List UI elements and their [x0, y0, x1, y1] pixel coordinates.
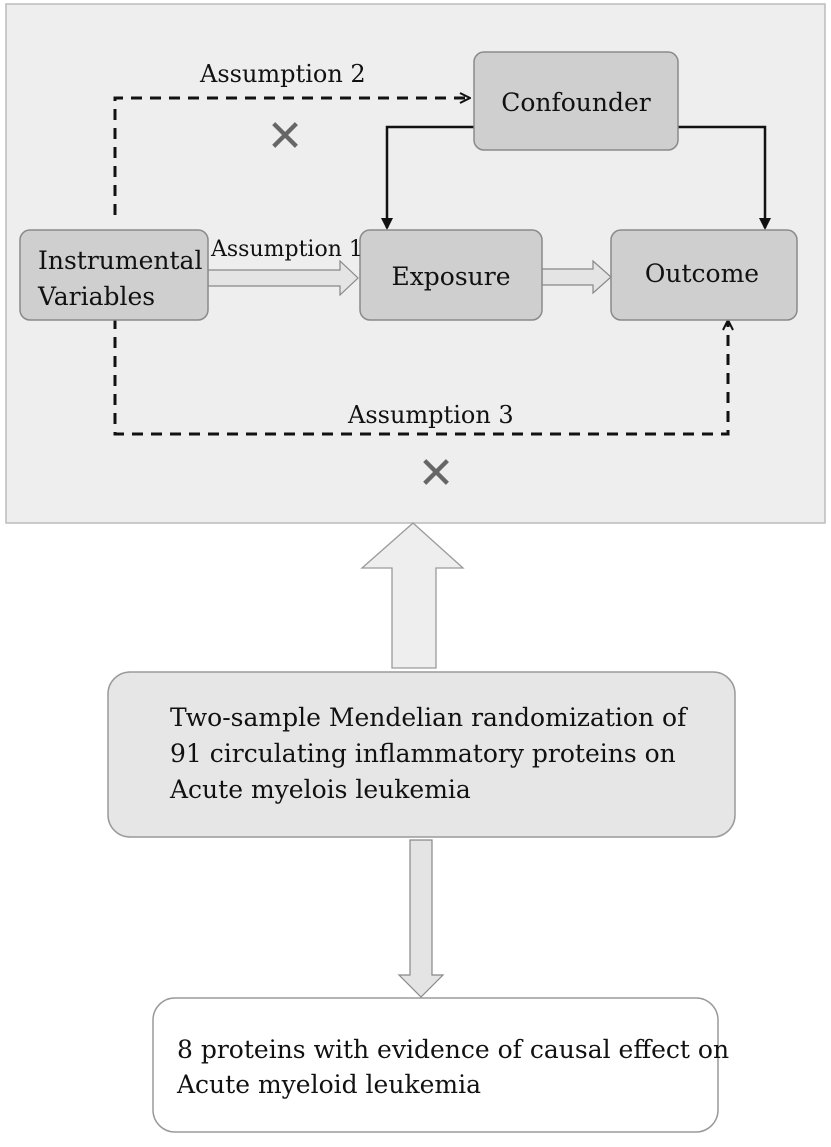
- assumption2-dashed-arrow: [113, 98, 470, 215]
- exposure-label: Exposure: [391, 262, 510, 291]
- result-text-line1: 8 proteins with evidence of causal effec…: [177, 1035, 729, 1064]
- confounder-to-outcome-arrow: [678, 125, 771, 230]
- confounder-node: [473, 51, 679, 151]
- assumption2-violation-x-icon: ✕: [267, 111, 304, 162]
- exposure-to-outcome-block-arrow: [541, 259, 612, 295]
- method-box: [107, 671, 736, 838]
- instrumental-variables-node: [19, 229, 209, 321]
- assumption3-violation-x-icon: ✕: [418, 448, 455, 499]
- assumption3-label: Assumption 3: [347, 401, 514, 429]
- outcome-label: Outcome: [645, 259, 759, 288]
- confounder-label: Confounder: [501, 88, 651, 117]
- method-text-line1: Two-sample Mendelian randomization of: [170, 703, 688, 732]
- assumption1-label: Assumption 1: [210, 237, 363, 262]
- assumption1-block-arrow: [207, 259, 359, 297]
- outcome-node: [610, 229, 798, 321]
- method-to-panel-up-arrow: [360, 522, 465, 669]
- assumption2-label: Assumption 2: [199, 60, 366, 88]
- instrumental-variables-label-line2: Variables: [37, 282, 155, 311]
- result-text-line2: Acute myeloid leukemia: [176, 1070, 481, 1099]
- result-box: [152, 997, 719, 1133]
- method-text-line3: Acute myelois leukemia: [169, 775, 471, 804]
- method-to-result-down-arrow: [397, 839, 445, 998]
- exposure-node: [359, 229, 543, 321]
- assumption3-dashed-arrow: [113, 318, 728, 436]
- method-text-line2: 91 circulating inflammatory proteins on: [170, 739, 676, 768]
- instrumental-variables-label-line1: Instrumental: [38, 246, 202, 275]
- confounder-to-exposure-arrow: [381, 125, 474, 230]
